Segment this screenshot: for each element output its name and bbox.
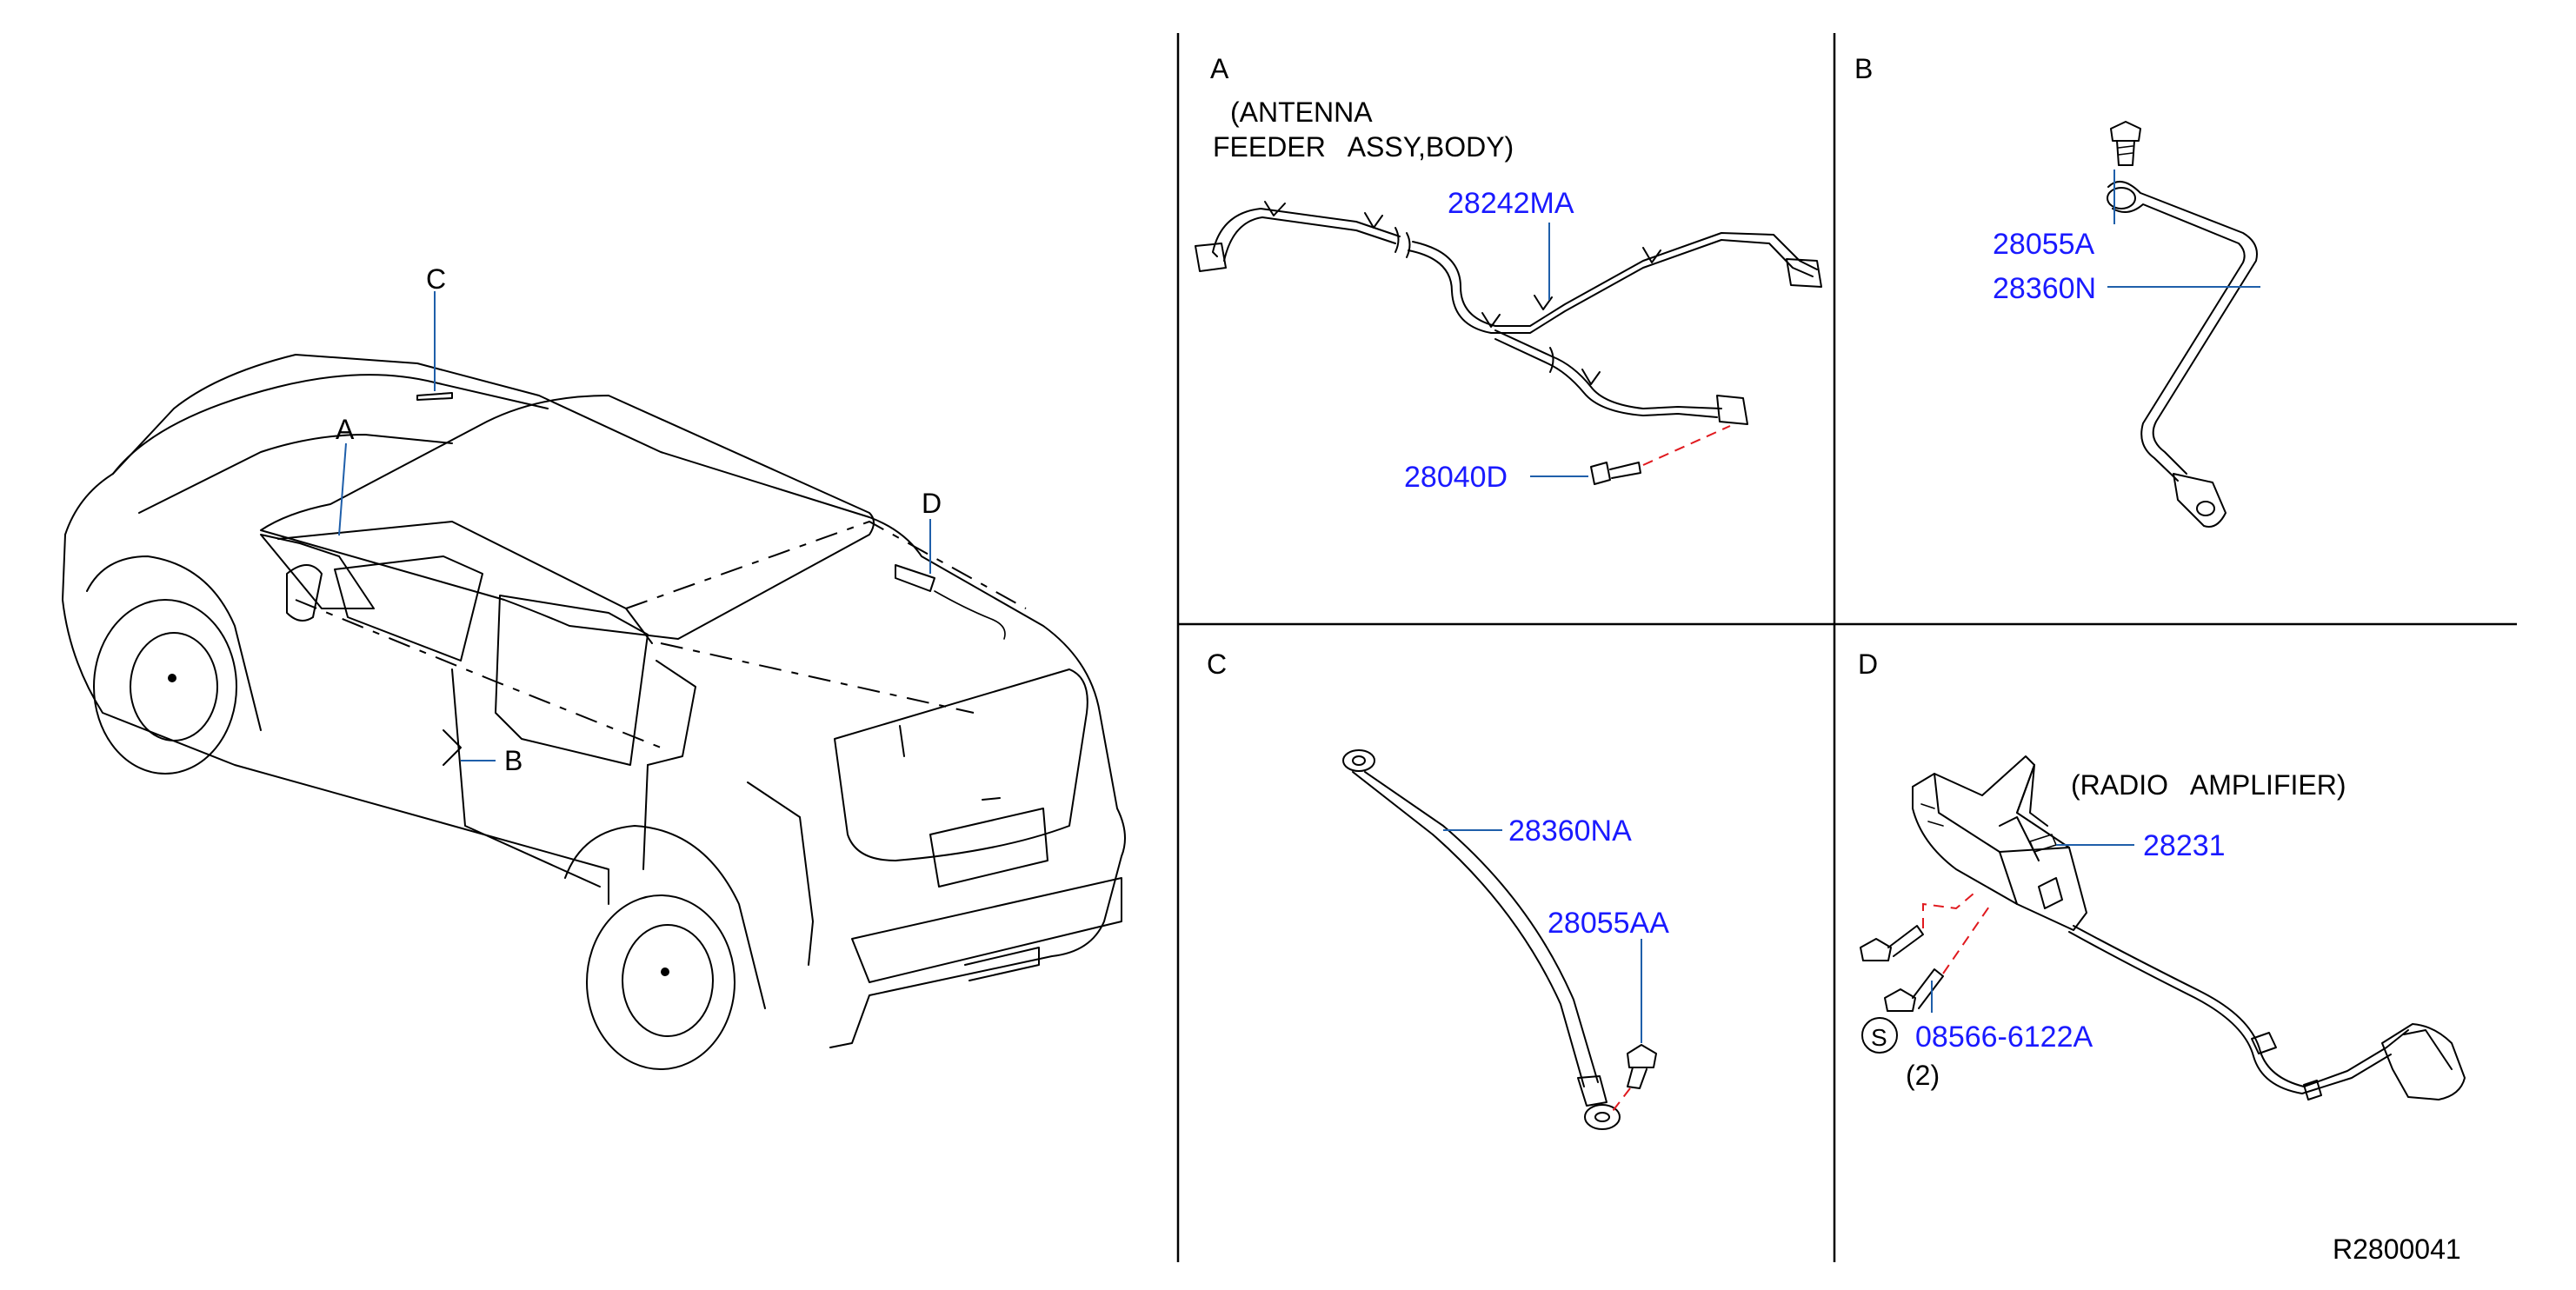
panel-d-letter: D — [1858, 648, 1878, 680]
callout-d: D — [922, 488, 942, 519]
part-number-28055aa: 28055AA — [1548, 907, 1669, 940]
ground-strap-28360n — [2107, 180, 2258, 528]
callout-b: B — [504, 745, 523, 776]
bolt-28055aa — [1627, 1044, 1657, 1089]
part-number-28055a: 28055A — [1993, 228, 2095, 261]
panel-c-letter: C — [1207, 648, 1227, 680]
panel-a: A (ANTENNA FEEDER ASSY,BODY) — [1195, 53, 1822, 494]
vehicle-overview: C A D B — [62, 263, 1126, 1070]
panel-frame — [1176, 33, 2517, 1262]
standard-part-circle — [1861, 1017, 1898, 1054]
part-number-28242ma: 28242MA — [1448, 187, 1574, 220]
bolt-upper — [1860, 925, 1924, 961]
ground-cable-28360na — [1342, 749, 1621, 1130]
panel-d: D (RADIO AMPLIFIER) — [1858, 648, 2466, 1100]
bolt-lower — [1884, 968, 1944, 1012]
drawing-number: R2800041 — [2333, 1233, 2461, 1265]
panel-d-caption: (RADIO AMPLIFIER) — [2071, 769, 2346, 801]
panel-a-caption-line-2: FEEDER ASSY,BODY) — [1213, 131, 1514, 163]
standard-part-symbol: S — [1871, 1024, 1887, 1051]
part-number-08566-6122a: 08566-6122A — [1915, 1021, 2093, 1054]
bolt-quantity: (2) — [1906, 1060, 1940, 1091]
part-number-28040d: 28040D — [1404, 461, 1508, 494]
panel-a-letter: A — [1210, 53, 1229, 84]
panel-b: B 28055A 28360N — [1854, 53, 2260, 528]
panel-c: C 28360NA 28055AA — [1207, 648, 1669, 1130]
panel-b-letter: B — [1854, 53, 1873, 84]
rear-wheel — [564, 825, 766, 1070]
callout-a: A — [336, 414, 355, 445]
front-wheel — [86, 555, 262, 775]
radio-amplifier-28231 — [1912, 755, 2087, 931]
antenna-feeder-harness — [1195, 201, 1822, 425]
amplifier-cable — [2068, 925, 2466, 1100]
callout-c: C — [426, 263, 446, 295]
panel-a-caption-line-1: (ANTENNA — [1230, 96, 1373, 128]
part-number-28360n: 28360N — [1993, 272, 2096, 305]
part-number-28360na: 28360NA — [1508, 815, 1632, 848]
screw-28040d — [1590, 462, 1641, 485]
part-number-28231: 28231 — [2143, 829, 2226, 862]
bolt-28055a — [2110, 121, 2141, 166]
